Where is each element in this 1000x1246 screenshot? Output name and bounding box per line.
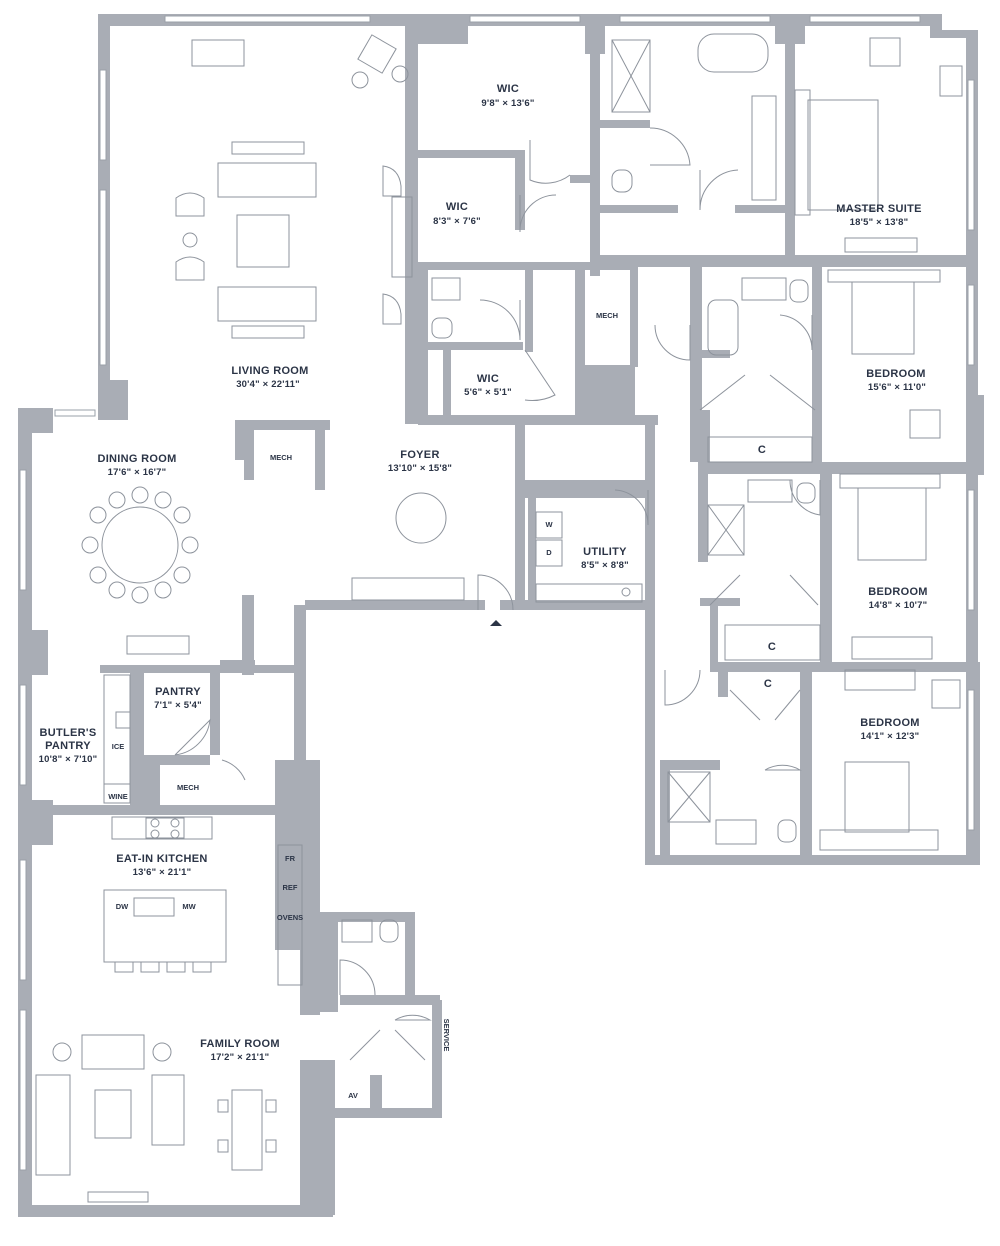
mech-label-3: MECH: [177, 783, 199, 792]
microwave-label: MW: [182, 902, 196, 911]
windows: [19, 15, 975, 1171]
wic-1-name: WIC: [497, 83, 519, 95]
washer-label: W: [545, 520, 553, 529]
foyer-dims: 13'10" × 15'8": [388, 463, 452, 474]
butlers-pantry-name-line2: PANTRY: [45, 740, 91, 752]
walls: [18, 14, 984, 1217]
wic-2-name: WIC: [446, 201, 468, 213]
mech-label-1: MECH: [596, 311, 618, 320]
bedroom-3-name: BEDROOM: [860, 717, 920, 729]
dining-room-dims: 17'6" × 16'7": [108, 467, 167, 478]
doors: [174, 127, 821, 1061]
utility-dims: 8'5" × 8'8": [581, 560, 629, 571]
room-labels: WIC 9'8" × 13'6" WIC 8'3" × 7'6" MASTER …: [39, 83, 928, 1100]
family-room-dims: 17'2" × 21'1": [211, 1052, 270, 1063]
dining-room-name: DINING ROOM: [97, 453, 176, 465]
wic-3-dims: 5'6" × 5'1": [464, 387, 512, 398]
utility-name: UTILITY: [583, 546, 627, 558]
ice-label: ICE: [112, 742, 125, 751]
furniture: [35, 33, 963, 1203]
bedroom-2-name: BEDROOM: [868, 586, 928, 598]
fridge-label: FR: [285, 854, 296, 863]
master-suite-name: MASTER SUITE: [836, 203, 922, 215]
av-label: AV: [348, 1091, 358, 1100]
mech-label-2: MECH: [270, 453, 292, 462]
living-room-name: LIVING ROOM: [231, 365, 308, 377]
bedroom-3-dims: 14'1" × 12'3": [861, 731, 920, 742]
butlers-pantry-name-line1: BUTLER'S: [40, 727, 97, 739]
bedroom-2-dims: 14'8" × 10'7": [869, 600, 928, 611]
service-label: SERVICE: [442, 1019, 451, 1052]
closet-label-3: C: [764, 678, 772, 690]
dishwasher-label: DW: [116, 902, 129, 911]
ovens-label: OVENS: [277, 913, 303, 922]
closet-label-1: C: [758, 444, 766, 456]
family-room-name: FAMILY ROOM: [200, 1038, 280, 1050]
pantry-dims: 7'1" × 5'4": [154, 700, 202, 711]
pantry-name: PANTRY: [155, 686, 201, 698]
bedroom-1-name: BEDROOM: [866, 368, 926, 380]
closet-label-2: C: [768, 641, 776, 653]
eat-in-kitchen-dims: 13'6" × 21'1": [133, 867, 192, 878]
bedroom-1-dims: 15'6" × 11'0": [868, 382, 926, 393]
foyer-name: FOYER: [400, 449, 439, 461]
eat-in-kitchen-name: EAT-IN KITCHEN: [116, 853, 207, 865]
wic-3-name: WIC: [477, 373, 499, 385]
wic-2-dims: 8'3" × 7'6": [433, 216, 481, 227]
wine-label: WINE: [108, 792, 128, 801]
living-room-dims: 30'4" × 22'11": [236, 379, 300, 390]
refrigerator-label: REF: [283, 883, 298, 892]
master-suite-dims: 18'5" × 13'8": [850, 217, 909, 228]
butlers-pantry-dims: 10'8" × 7'10": [39, 754, 98, 765]
dryer-label: D: [546, 548, 552, 557]
wic-1-dims: 9'8" × 13'6": [481, 98, 534, 109]
